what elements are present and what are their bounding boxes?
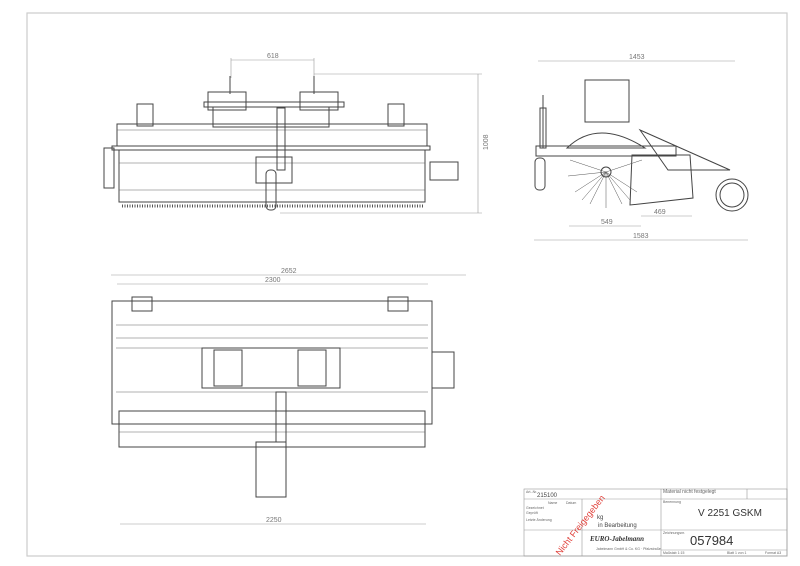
dim-1583: 1583 <box>633 233 649 240</box>
company-address: Jabelmann GmbH & Co. KG · Pfalzstraße <box>596 547 661 551</box>
drawing-frame <box>26 12 788 557</box>
drawing-number: 057984 <box>690 533 733 548</box>
format-text: Format A3 <box>765 551 781 555</box>
article-label: Art.-Nr. <box>526 490 537 494</box>
dim-549: 549 <box>601 219 613 226</box>
dim-618: 618 <box>267 53 279 60</box>
dim-1453: 1453 <box>629 54 645 61</box>
front-view: 618 1008 <box>103 53 490 214</box>
dim-469: 469 <box>654 209 666 216</box>
article-number: 215100 <box>537 493 558 499</box>
top-view: 2652 2300 2250 <box>111 268 466 525</box>
designation-label: Benennung <box>663 500 681 504</box>
date-label: Datum <box>566 501 576 505</box>
sheet-text: Blatt 1 von 1 <box>727 551 747 555</box>
drawing-no-label: Zeichnungsnr. <box>663 531 685 535</box>
material-text: Material nicht festgelegt <box>663 489 716 495</box>
dim-1008: 1008 <box>483 134 490 150</box>
dim-2250: 2250 <box>266 517 282 524</box>
side-view: 1453 549 469 1583 <box>534 54 749 241</box>
status-text: in Bearbeitung <box>598 523 637 529</box>
title-block: Art.-Nr. 215100 Name Datum Gezeichnet Ge… <box>523 488 788 557</box>
company-logo: EURO-Jabelmann <box>589 535 644 543</box>
name-label: Name <box>548 501 557 505</box>
dim-2300: 2300 <box>265 277 281 284</box>
scale-text: Maßstab 1:15 <box>663 551 684 555</box>
dim-2652: 2652 <box>281 268 297 275</box>
checked-label: Geprüft <box>526 511 538 515</box>
last-change-label: Letzte Änderung <box>526 518 552 522</box>
designation: V 2251 GSKM <box>698 508 762 519</box>
weight-value: kg <box>597 515 603 521</box>
drawn-label: Gezeichnet <box>526 506 544 510</box>
